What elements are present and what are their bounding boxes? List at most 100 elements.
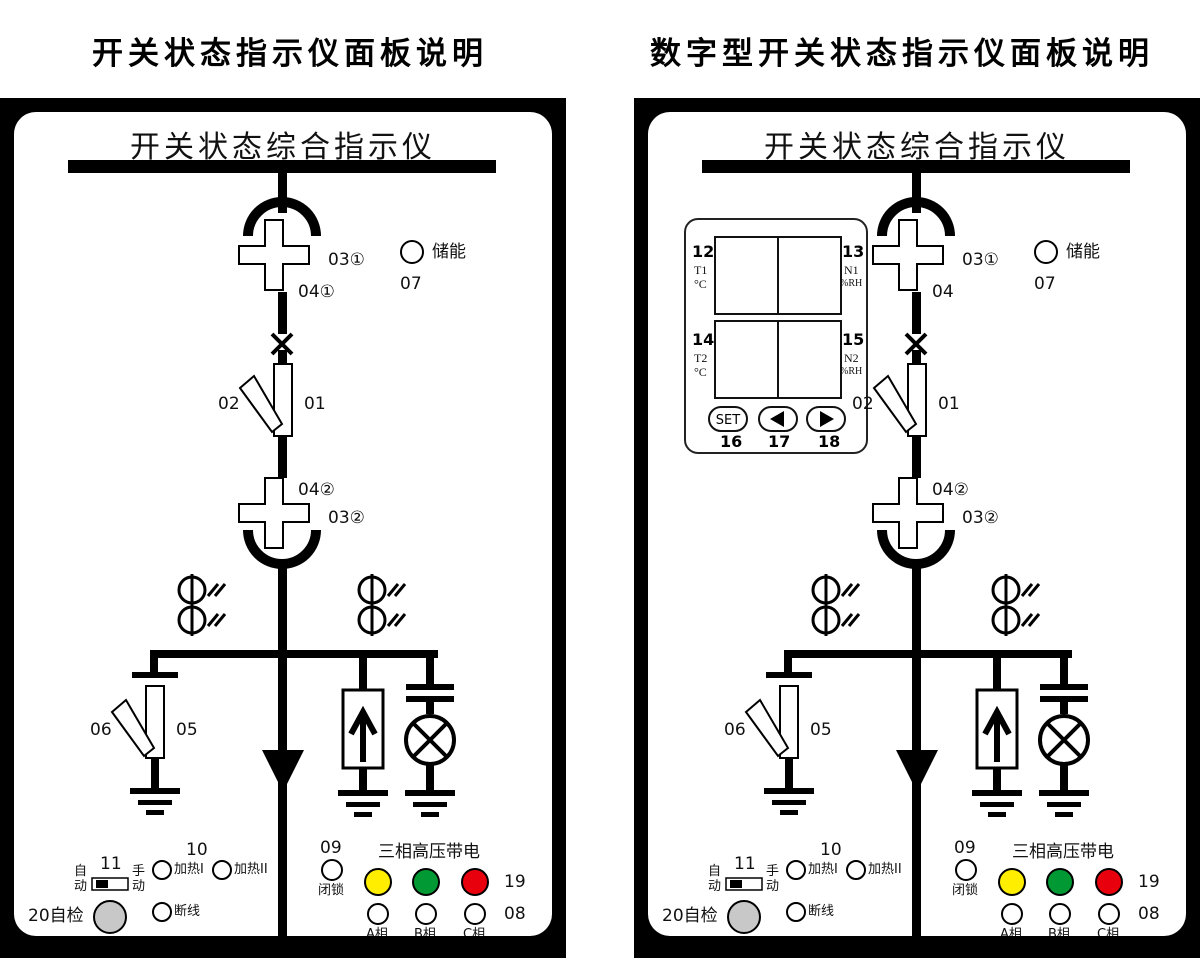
label-11: 11 [100, 854, 122, 874]
phase-a-lamp [367, 903, 389, 925]
capacitor-plate-bottom [406, 696, 454, 702]
label-manual: 手动 [132, 864, 146, 894]
label-05: 05 [176, 720, 198, 740]
label-03-bottom: 03② [962, 508, 999, 528]
label-04-top: 04 [932, 282, 954, 302]
label-18: 18 [818, 432, 841, 451]
ground-symbol-3 [1039, 790, 1089, 817]
label-03-top: 03① [962, 250, 999, 270]
phase-c-live-lamp [1095, 868, 1123, 896]
label-n2: N2 [844, 351, 859, 365]
lower-contact-cross [238, 477, 310, 549]
ground-symbol-2 [338, 790, 388, 817]
phase-b-live-lamp [412, 868, 440, 896]
heater-2-lamp [212, 860, 232, 880]
lower-contact-cross [872, 477, 944, 549]
label-05: 05 [810, 720, 832, 740]
label-09: 09 [954, 838, 976, 858]
label-broken-line: 断线 [174, 904, 201, 919]
device-title: 开关状态综合指示仪 [130, 130, 436, 165]
label-heater-2: 加热II [868, 862, 902, 877]
label-19: 19 [1138, 872, 1160, 892]
main-line-upper [278, 173, 287, 213]
breaker-blade [872, 374, 918, 434]
label-heater-2: 加热II [234, 862, 268, 877]
label-06: 06 [90, 720, 112, 740]
phase-b-live-lamp [1046, 868, 1074, 896]
lock-lamp [321, 859, 343, 881]
label-phase-c: C相 [463, 927, 486, 936]
storage-lamp [400, 240, 424, 264]
digital-display-module: 12 T1 °C 13 N1 %RH 14 T2 °C 15 N2 %RH SE… [684, 218, 868, 454]
label-16: 16 [720, 432, 743, 451]
label-phase-a: A相 [1000, 927, 1022, 936]
earthing-switch-blade [744, 698, 790, 758]
self-check-button[interactable] [727, 900, 761, 934]
current-transformer-right [991, 574, 1041, 636]
label-14: 14 [692, 330, 715, 349]
current-transformer-left [811, 574, 861, 636]
display-screen-bottom [714, 320, 842, 399]
label-06: 06 [724, 720, 746, 740]
set-button[interactable]: SET [708, 406, 748, 432]
phase-b-lamp [415, 903, 437, 925]
busbar [702, 160, 1130, 173]
label-11: 11 [734, 854, 756, 874]
label-heater-1: 加热I [808, 862, 838, 877]
label-19: 19 [504, 872, 526, 892]
panel-title-left: 开关状态指示仪面板说明 [92, 36, 488, 72]
heater-1-lamp [152, 860, 172, 880]
phase-c-lamp [1098, 903, 1120, 925]
label-n1: N1 [844, 263, 859, 277]
label-17: 17 [768, 432, 791, 451]
ground-symbol-1 [764, 788, 814, 815]
label-phase-b: B相 [414, 927, 436, 936]
arrester-arrow [982, 705, 1012, 762]
panel-face: 开关状态综合指示仪 [648, 112, 1186, 936]
label-rh1: %RH [840, 278, 863, 289]
single-line-diagram [702, 160, 1130, 936]
label-deg2: °C [694, 365, 707, 379]
label-phase-a: A相 [366, 927, 388, 936]
label-03-top: 03① [328, 250, 365, 270]
breaker-x-mark [904, 332, 928, 356]
label-t1: T1 [694, 263, 708, 277]
phase-c-live-lamp [461, 868, 489, 896]
label-08: 08 [504, 904, 526, 924]
label-07: 07 [400, 274, 422, 294]
label-self-check: 20自检 [662, 906, 718, 926]
label-09: 09 [320, 838, 342, 858]
indicator-panel-left: 开关状态综合指示仪 [0, 98, 566, 958]
storage-lamp [1034, 240, 1058, 264]
label-hv-live: 三相高压带电 [1012, 842, 1114, 862]
label-t2: T2 [694, 351, 708, 365]
left-arrow-button[interactable] [758, 406, 798, 432]
label-auto: 自动 [74, 864, 88, 894]
label-storage: 储能 [432, 242, 466, 262]
cable-outlet-arrow [262, 750, 304, 792]
label-lock: 闭锁 [318, 883, 345, 898]
breaker-blade [238, 374, 284, 434]
heater-1-lamp [786, 860, 806, 880]
label-deg1: °C [694, 277, 707, 291]
branch-bus [784, 650, 1072, 658]
heater-2-lamp [846, 860, 866, 880]
panel-title-right: 数字型开关状态指示仪面板说明 [650, 36, 1154, 72]
capacitor-plate-bottom [1040, 696, 1088, 702]
label-07: 07 [1034, 274, 1056, 294]
label-15: 15 [842, 330, 865, 349]
label-04-top: 04① [298, 282, 335, 302]
capacitor-plate-top [406, 684, 454, 690]
right-arrow-button[interactable] [806, 406, 846, 432]
single-line-diagram [68, 160, 496, 936]
label-10: 10 [186, 840, 208, 860]
ground-symbol-1 [130, 788, 180, 815]
broken-line-lamp [152, 902, 172, 922]
label-storage: 储能 [1066, 242, 1100, 262]
broken-line-lamp [786, 902, 806, 922]
self-check-button[interactable] [93, 900, 127, 934]
label-01: 01 [938, 394, 960, 414]
cable-outlet-arrow [896, 750, 938, 792]
capacitor-plate-top [1040, 684, 1088, 690]
phase-a-live-lamp [364, 868, 392, 896]
